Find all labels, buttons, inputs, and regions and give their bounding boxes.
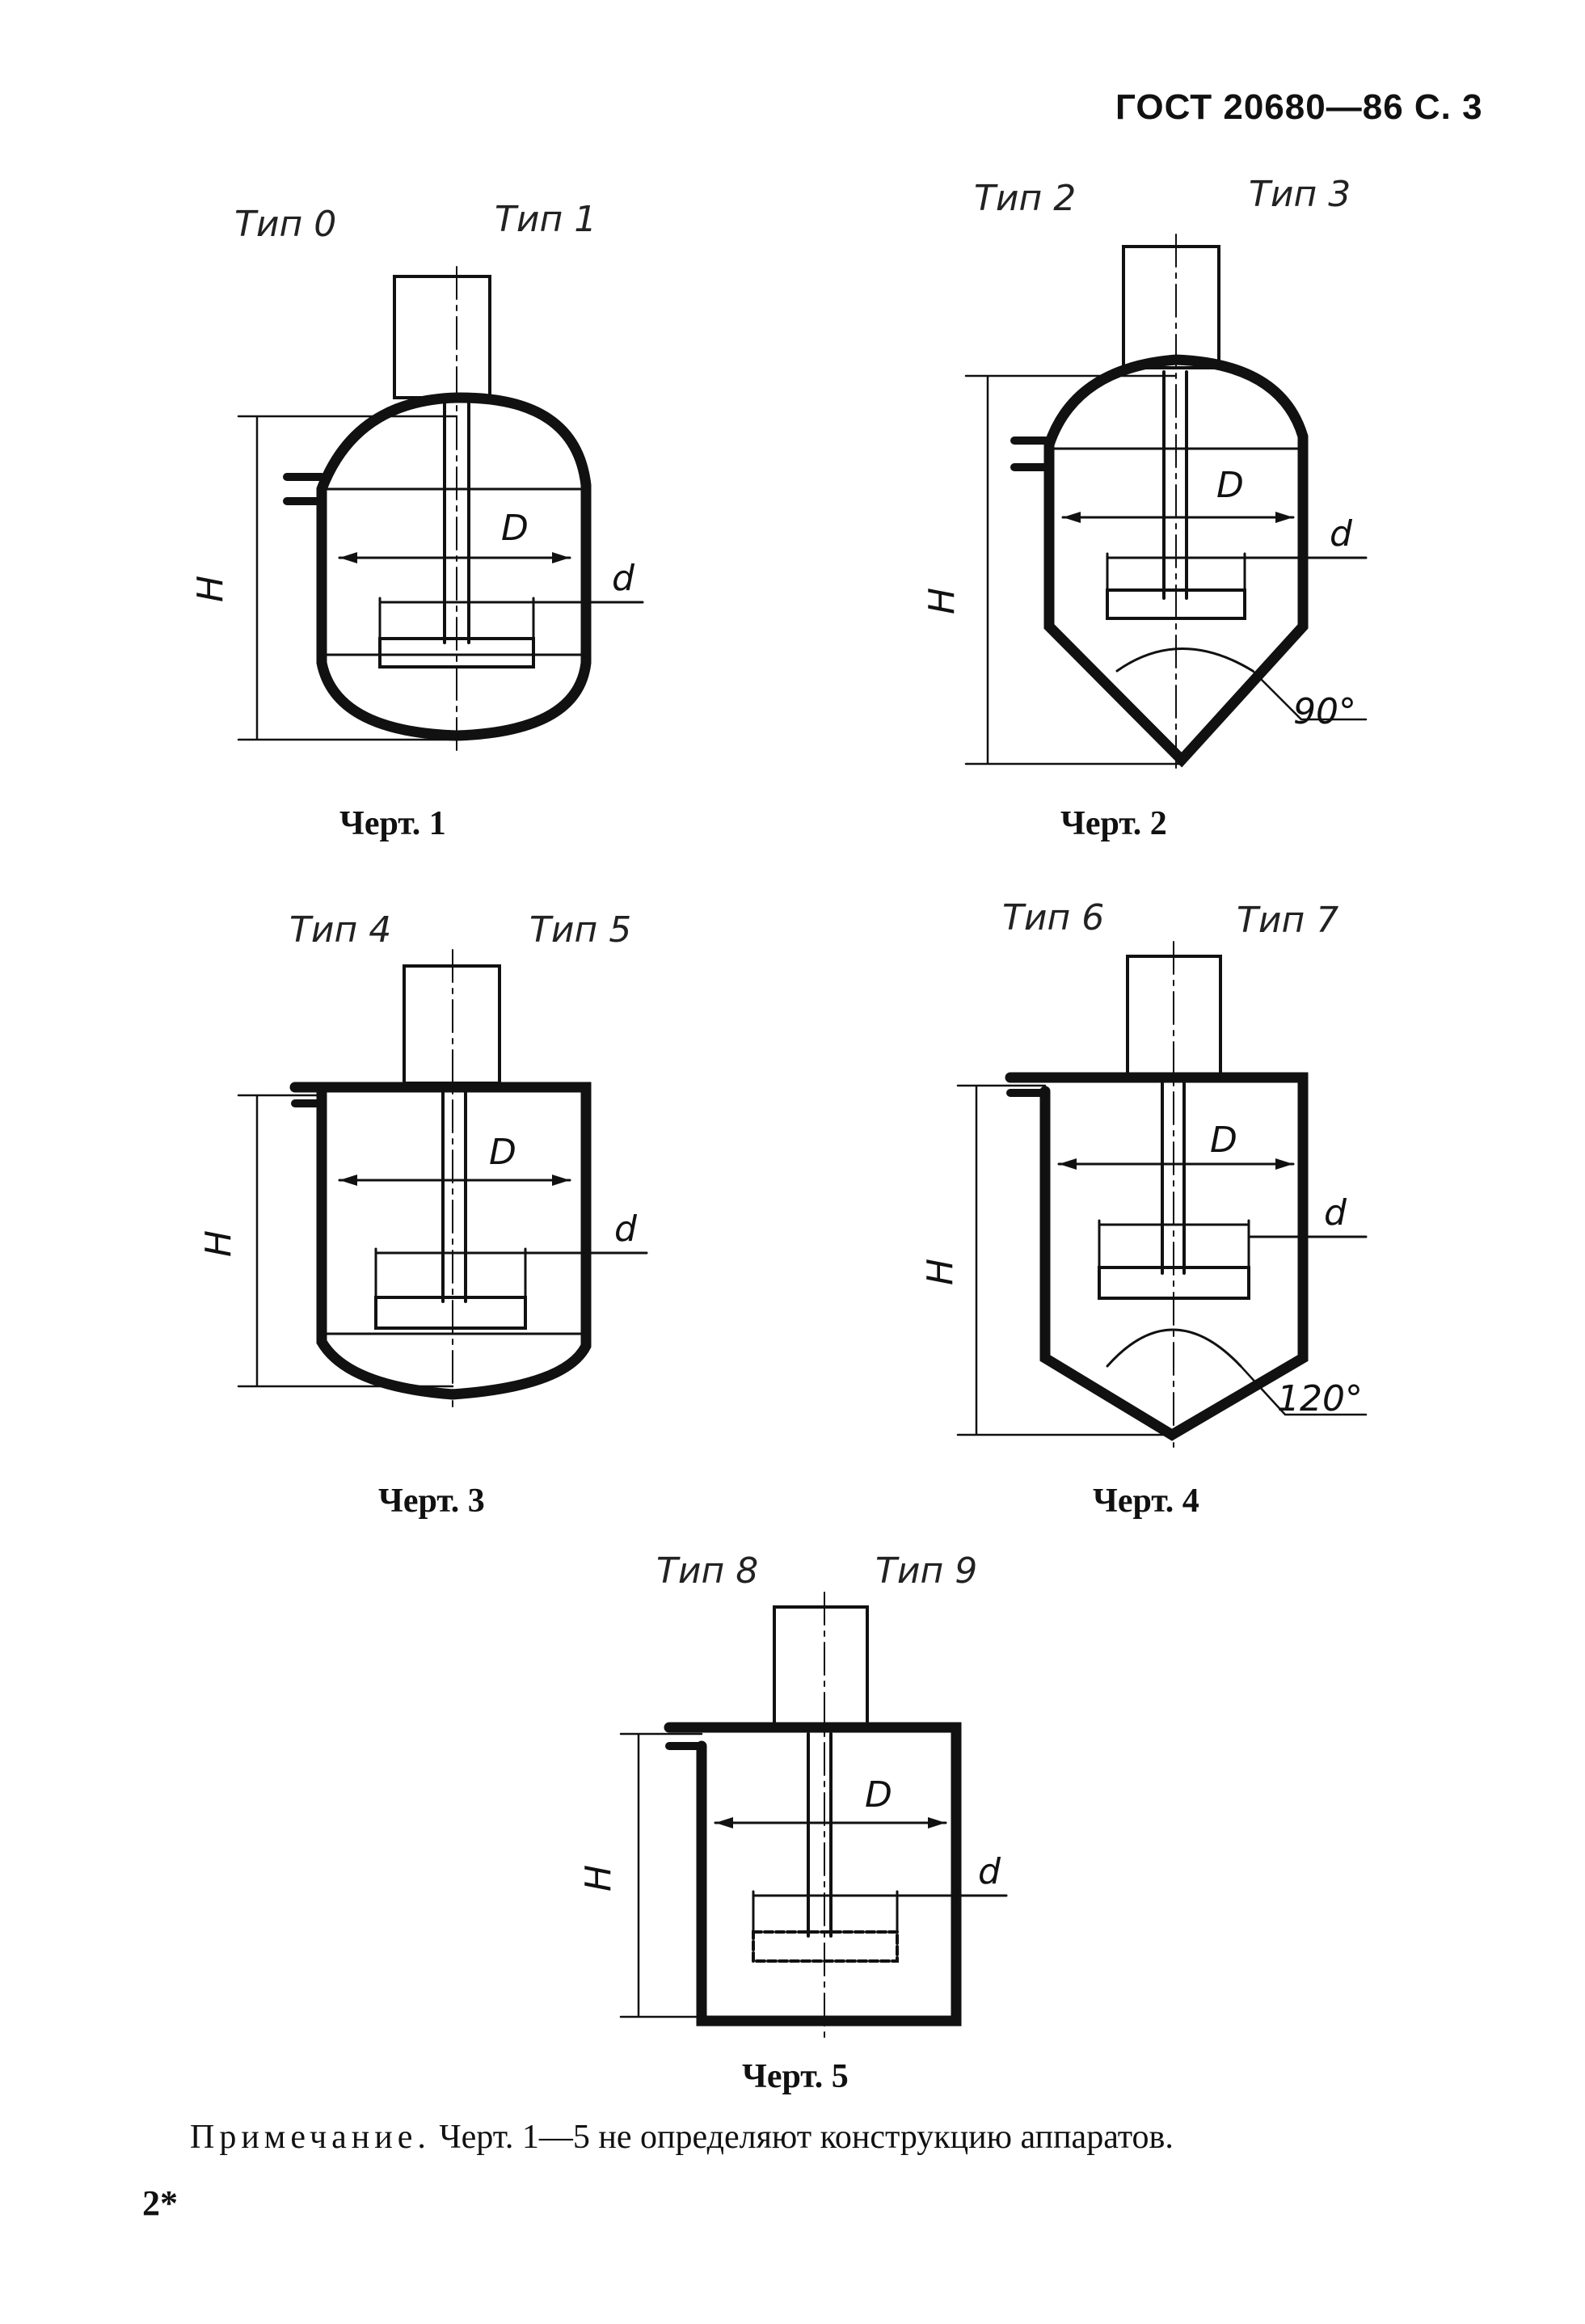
fig4-type-label-left: Тип 6 [1002,897,1105,938]
fig1-caption: Черт. 1 [339,805,446,842]
fig4-caption: Черт. 4 [1093,1483,1199,1520]
fig1-type-label-right: Тип 1 [495,199,597,240]
fig4-D-label: D [1210,1120,1237,1161]
fig3-d-label: d [614,1208,638,1250]
fig5-d-label: d [978,1851,1001,1892]
fig1-d-label: d [612,558,635,599]
fig2-D-label: D [1216,465,1244,506]
fig4-angle-label: 120° [1277,1378,1363,1419]
fig5-H-label: H [578,1865,619,1892]
fig5-D-label: D [865,1774,892,1816]
fig3-type-label-right: Тип 5 [529,909,632,951]
note-lead: Примечание. [190,2119,431,2156]
fig3-D-label: D [489,1132,516,1173]
fig5-caption: Черт. 5 [742,2058,849,2095]
note-text: Черт. 1—5 не определяют конструкцию аппа… [430,2119,1174,2156]
fig4-d-label: d [1324,1192,1347,1234]
fig2-H-label: H [921,588,963,614]
fig1-H-label: H [190,576,231,602]
fig2-caption: Черт. 2 [1060,805,1167,842]
fig2-type-label-right: Тип 3 [1249,174,1351,215]
figure-note: Примечание. Черт. 1—5 не определяют конс… [190,2118,1174,2157]
fig3-type-label-left: Тип 4 [289,909,392,951]
document-header: ГОСТ 20680—86 С. 3 [1115,87,1483,127]
fig2-angle-label: 90° [1293,691,1356,732]
fig5-type-label-right: Тип 9 [875,1550,978,1592]
fig3-caption: Черт. 3 [378,1483,485,1520]
fig1-D-label: D [501,508,529,549]
fig4-H-label: H [920,1259,961,1285]
fig3-H-label: H [198,1230,239,1257]
page-number: 2* [142,2183,178,2223]
fig2-type-label-left: Тип 2 [974,178,1077,219]
fig1-type-label-left: Тип 0 [234,204,337,245]
fig4-type-label-right: Тип 7 [1237,900,1339,941]
fig5-type-label-left: Тип 8 [656,1550,759,1592]
fig2-d-label: d [1330,513,1353,555]
